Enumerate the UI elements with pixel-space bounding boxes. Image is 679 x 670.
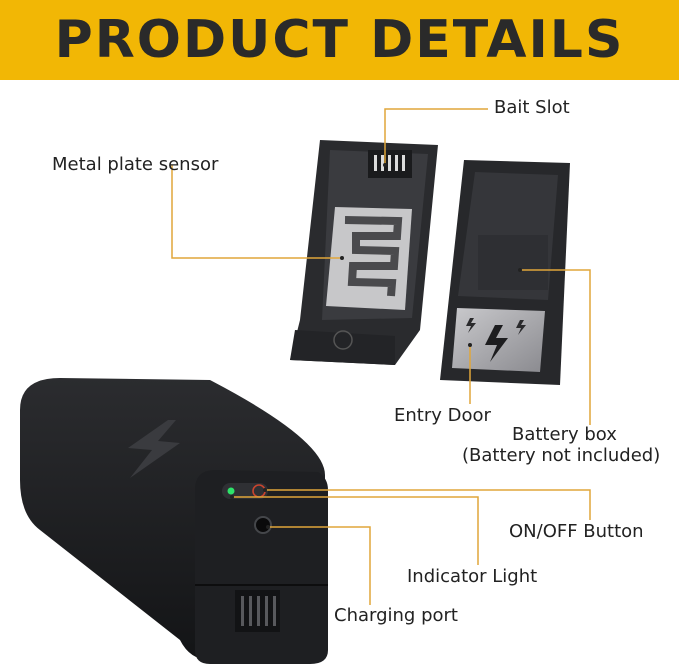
title-banner: PRODUCT DETAILS [0,0,679,80]
open-housing [290,140,438,365]
page-title: PRODUCT DETAILS [54,10,625,70]
label-bait-slot: Bait Slot [494,97,570,118]
closed-trap-body [20,378,328,664]
label-entry-door: Entry Door [394,405,491,426]
label-battery-box: Battery box [512,424,617,445]
label-indicator-light: Indicator Light [407,566,538,587]
label-charging-port: Charging port [334,605,458,626]
label-metal-plate-sensor: Metal plate sensor [52,154,219,175]
label-battery-not-included: (Battery not included) [462,445,661,466]
callout-lines [171,108,591,605]
label-on-off-button: ON/OFF Button [509,521,644,542]
battery-lid [440,160,570,385]
